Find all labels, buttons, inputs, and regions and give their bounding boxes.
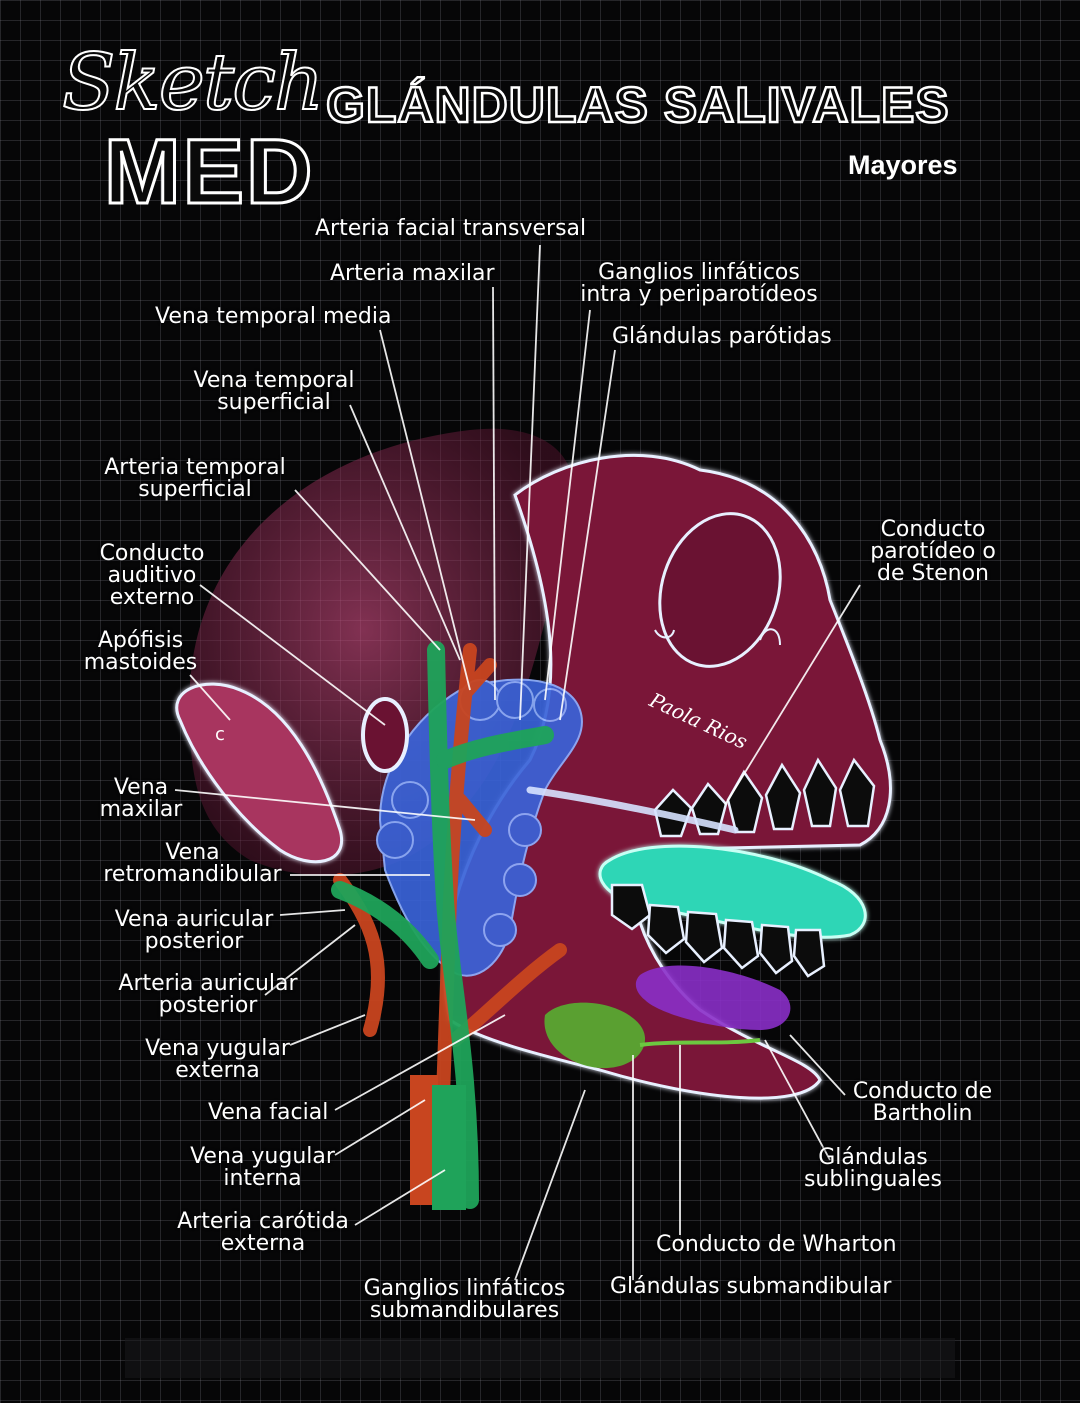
- auricle: [175, 682, 344, 864]
- label-glandulas-sublinguales-line1: Glándulas: [818, 1145, 928, 1170]
- logo-med-text: MED: [102, 121, 315, 223]
- label-vena-yugular-externa: Vena yugular externa: [140, 1038, 295, 1082]
- page-title: GLÁNDULAS SALIVALES: [325, 77, 950, 133]
- label-arteria-carotida-externa: Arteria carótida externa: [163, 1211, 363, 1255]
- label-apofisis-line1: Apófisis: [97, 628, 184, 653]
- nasal-cavity: [759, 628, 781, 646]
- label-arteria-carotida-line1: Arteria carótida: [177, 1209, 349, 1234]
- label-ganglios-sub-line2: submandibulares: [369, 1298, 560, 1323]
- ear-canal: [361, 697, 409, 773]
- label-arteria-temporal-sup-line2: superficial: [138, 477, 252, 502]
- label-ganglios-sub-line1: Ganglios linfáticos: [363, 1276, 566, 1301]
- label-conducto-bartholin-line2: Bartholin: [872, 1101, 973, 1126]
- label-vena-yugular-ext-line2: externa: [175, 1058, 260, 1083]
- leader-lines: [174, 244, 861, 1281]
- label-arteria-auricular-posterior: Arteria auricular posterior: [108, 973, 308, 1017]
- label-ganglios-submandibulares: Ganglios linfáticos submandibulares: [352, 1278, 577, 1322]
- label-arteria-auricular-line1: Arteria auricular: [118, 971, 298, 996]
- label-conducto-parotideo: Conducto parotídeo o de Stenon: [862, 519, 1004, 585]
- label-ganglios-intra: Ganglios linfáticos intra y periparotíde…: [570, 262, 828, 306]
- label-vena-retromandibular: Vena retromandibular: [95, 842, 290, 886]
- label-ganglios-intra-line1: Ganglios linfáticos: [598, 260, 800, 285]
- cheek-mark: [654, 629, 675, 639]
- label-apofisis-line2: mastoides: [83, 650, 198, 675]
- label-arteria-temporal-sup-line1: Arteria temporal: [104, 455, 286, 480]
- label-conducto-parotideo-line2: parotídeo o: [870, 539, 996, 564]
- page-subtitle: Mayores: [848, 150, 958, 180]
- stenon-duct: [526, 786, 739, 834]
- label-glandulas-sublinguales-line2: sublinguales: [803, 1167, 943, 1192]
- label-vena-maxilar-line2: maxilar: [99, 797, 183, 822]
- label-vena-yugular-int-line2: interna: [223, 1166, 302, 1191]
- label-vena-temporal-superficial: Vena temporal superficial: [185, 370, 363, 414]
- label-vena-auricular-line1: Vena auricular: [114, 907, 274, 932]
- submandibular-gland: [544, 1002, 646, 1069]
- label-vena-temporal-sup-line1: Vena temporal: [193, 368, 355, 393]
- internal-jugular: [432, 1085, 466, 1210]
- label-arteria-carotida-line2: externa: [220, 1231, 306, 1256]
- label-vena-yugular-interna: Vena yugular interna: [185, 1146, 340, 1190]
- orbit: [658, 512, 782, 668]
- lower-teeth: [610, 883, 826, 978]
- label-vena-maxilar-line1: Vena: [113, 775, 169, 800]
- label-vena-temporal-sup-line2: superficial: [217, 390, 331, 415]
- label-glandulas-submandibular: Glándulas submandibular: [610, 1274, 892, 1299]
- label-conducto-parotideo-line1: Conducto: [880, 517, 986, 542]
- label-vena-retro-line2: retromandibular: [103, 862, 282, 887]
- label-conducto-auditivo: Conducto auditivo externo: [92, 543, 212, 609]
- label-vena-retro-line1: Vena: [165, 840, 220, 865]
- label-vena-maxilar: Vena maxilar: [96, 777, 186, 821]
- label-vena-auricular-line2: posterior: [144, 929, 244, 954]
- label-ganglios-intra-line2: intra y periparotídeos: [580, 282, 818, 307]
- label-glandulas-parotidas: Glándulas parótidas: [612, 324, 832, 349]
- label-arteria-auricular-line2: posterior: [158, 993, 258, 1018]
- label-arteria-maxilar: Arteria maxilar: [330, 261, 495, 286]
- label-vena-yugular-ext-line1: Vena yugular: [145, 1036, 290, 1061]
- label-vena-temporal-media: Vena temporal media: [155, 304, 392, 329]
- label-vena-yugular-int-line1: Vena yugular: [190, 1144, 335, 1169]
- auricle-mark: c: [215, 724, 225, 745]
- label-arteria-facial-transversal: Arteria facial transversal: [315, 216, 587, 241]
- label-conducto-parotideo-line3: de Stenon: [877, 561, 989, 586]
- label-conducto-bartholin-line1: Conducto de: [852, 1079, 993, 1104]
- label-conducto-auditivo-line3: externo: [109, 585, 195, 610]
- label-glandulas-sublinguales: Glándulas sublinguales: [798, 1147, 948, 1191]
- label-conducto-auditivo-line2: auditivo: [107, 563, 197, 588]
- label-apofisis-mastoides: Apófisis mastoides: [78, 630, 203, 674]
- label-conducto-wharton: Conducto de Wharton: [656, 1232, 897, 1257]
- logo-script-text: Sketch: [61, 37, 325, 129]
- label-vena-facial: Vena facial: [208, 1100, 329, 1125]
- label-arteria-temporal-superficial: Arteria temporal superficial: [95, 457, 295, 501]
- sublingual-gland: [635, 965, 791, 1030]
- footer-band: [125, 1338, 955, 1378]
- label-conducto-bartholin: Conducto de Bartholin: [845, 1081, 1000, 1125]
- label-conducto-auditivo-line1: Conducto: [99, 541, 205, 566]
- wharton-duct: [639, 1038, 761, 1047]
- label-vena-auricular-posterior: Vena auricular posterior: [108, 909, 280, 953]
